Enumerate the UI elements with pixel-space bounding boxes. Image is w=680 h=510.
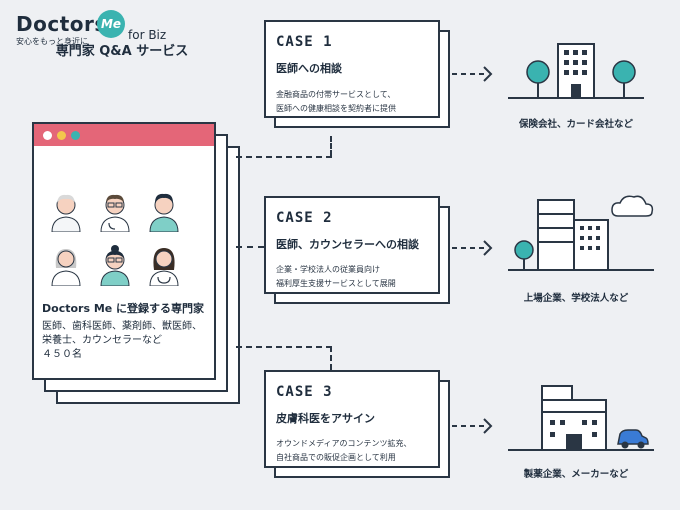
cloud-icon — [611, 195, 654, 217]
factory-icon — [508, 385, 654, 451]
case-2-description: 企業・学校法人の従業員向け 福利厚生支援サービスとして展開 — [276, 263, 396, 291]
doctor-icon — [51, 249, 81, 286]
doctor-icon — [51, 194, 81, 232]
case-3-subtitle: 皮膚科医をアサイン — [276, 412, 375, 425]
doctor-icon — [149, 193, 179, 232]
case-1-description: 金融商品の付帯サービスとして、 医師への健康相談を契約者に提供 — [276, 88, 396, 116]
connector-case-3-vertical — [330, 346, 332, 370]
tree-icon — [526, 60, 550, 98]
case-3-title: CASE 3 — [276, 384, 333, 400]
case-1-card — [264, 20, 440, 118]
doctor-icon — [149, 248, 179, 286]
case-2-title: CASE 2 — [276, 210, 333, 226]
office-building-icon — [508, 43, 644, 99]
arrow-right-icon — [452, 240, 493, 256]
logo-wordmark: Doctors — [16, 12, 107, 36]
window-dot-2 — [57, 131, 66, 140]
connector-case-2 — [236, 246, 264, 248]
case-3-card — [264, 370, 440, 468]
tree-icon — [514, 240, 534, 270]
window-titlebar — [34, 124, 214, 146]
window-dot-1 — [43, 131, 52, 140]
service-title: 専門家 Q&A サービス — [55, 44, 189, 59]
case-3-client-label: 製薬企業、メーカーなど — [523, 469, 629, 480]
case-1-title: CASE 1 — [276, 34, 333, 50]
case-1-description-line: 金融商品の付帯サービスとして、 — [276, 90, 396, 99]
car-icon — [617, 429, 649, 449]
experts-list-line: 栄養士、カウンセラーなど — [42, 335, 162, 346]
arrow-right-icon — [452, 418, 493, 434]
case-2-client-label: 上場企業、学校法人など — [523, 293, 629, 304]
connector-case-1 — [236, 156, 332, 158]
experts-count: ４５０名 — [42, 349, 82, 360]
case-1-subtitle: 医師への相談 — [276, 62, 342, 75]
case-1-description-line: 医師への健康相談を契約者に提供 — [276, 104, 396, 113]
case-3-description-line: 自社商品での販促企画として利用 — [276, 453, 396, 462]
tree-icon — [612, 60, 636, 98]
arrow-right-icon — [452, 66, 493, 82]
connector-case-3 — [236, 346, 332, 348]
office-building-icon — [508, 195, 654, 271]
experts-list-line: 医師、歯科医師、薬剤師、獣医師、 — [42, 321, 202, 332]
case-3-description: オウンドメディアのコンテンツ拡充、 自社商品での販促企画として利用 — [276, 437, 411, 465]
window-dot-3 — [71, 131, 80, 140]
case-2-subtitle: 医師、カウンセラーへの相談 — [276, 238, 419, 251]
registered-experts-heading: Doctors Me に登録する専門家 — [42, 302, 205, 315]
case-3-description-line: オウンドメディアのコンテンツ拡充、 — [276, 439, 412, 448]
doctor-icon — [100, 245, 130, 286]
doctor-icon — [100, 194, 130, 232]
case-2-description-line: 企業・学校法人の従業員向け — [276, 265, 380, 274]
logo-badge: Me — [97, 10, 125, 38]
logo-suffix: for Biz — [128, 28, 167, 42]
logo-tagline: 安心をもっと身近に — [16, 37, 88, 46]
experts-list: 医師、歯科医師、薬剤師、獣医師、 栄養士、カウンセラーなど ４５０名 — [42, 320, 202, 362]
case-2-description-line: 福利厚生支援サービスとして展開 — [276, 279, 396, 288]
case-2-card — [264, 196, 440, 294]
connector-case-1-vertical — [330, 136, 332, 156]
case-1-client-label: 保険会社、カード会社など — [518, 119, 633, 130]
